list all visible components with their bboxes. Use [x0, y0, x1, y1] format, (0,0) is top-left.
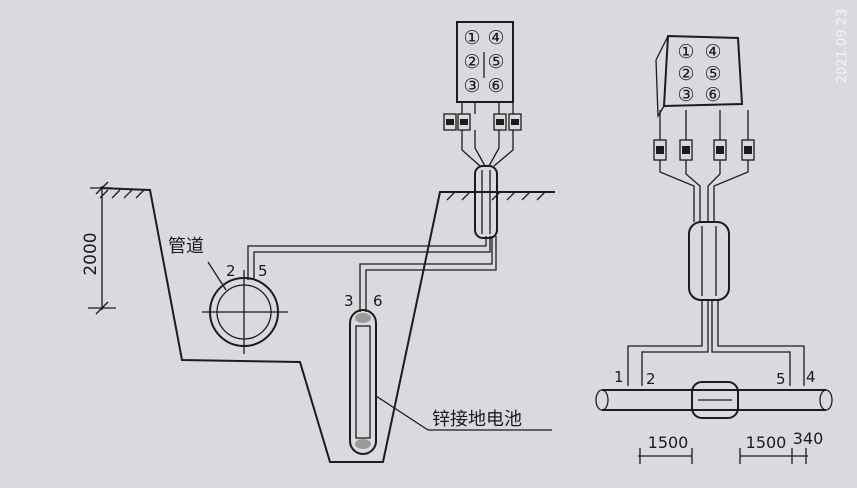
dim-340: 340 [793, 429, 824, 448]
terminal-r-1: ① [677, 41, 694, 63]
anode-wires [359, 236, 497, 312]
terminal-r-3: ③ [677, 84, 694, 106]
terminal-r-4: ④ [704, 41, 721, 63]
riser-conduit [474, 165, 498, 239]
date-watermark: 2021.09.23 [835, 9, 850, 83]
depth-dim-label: 2000 [81, 232, 101, 275]
right-view: ① ④ ② ⑤ ③ ⑥ [595, 34, 833, 464]
right-connectors [653, 139, 755, 161]
pipe-wire-label-2: 2 [226, 262, 236, 280]
right-upper-wires [659, 110, 749, 222]
depth-dimension: 2000 [81, 181, 116, 315]
pipe-label: 管道 [168, 236, 204, 257]
anode-label: 锌接地电池 [432, 409, 522, 430]
pipe-wires [247, 236, 491, 280]
terminal-r-2: ② [677, 63, 694, 85]
connectors [443, 113, 522, 131]
left-view: 2000 管道 2 5 3 6 [81, 21, 555, 463]
right-conduit [627, 221, 805, 386]
right-wire-label-5: 5 [776, 370, 786, 388]
pipe-wire-label-5: 5 [258, 262, 268, 280]
anode-wire-label-3: 3 [344, 292, 354, 310]
right-wire-label-2: 2 [646, 370, 656, 388]
terminal-3: ③ [463, 75, 480, 97]
terminal-1: ① [463, 27, 480, 49]
terminal-4: ④ [487, 27, 504, 49]
riser-wires [461, 102, 514, 167]
zinc-anode [349, 309, 377, 455]
terminal-box-left: ① ④ ② ⑤ ③ ⑥ [456, 21, 514, 103]
bottom-dimensions: 1500 1500 340 [638, 429, 823, 464]
terminal-5: ⑤ [487, 51, 504, 73]
dim-1500-right: 1500 [746, 433, 787, 452]
anode-wire-label-6: 6 [373, 292, 383, 310]
right-pipe [595, 381, 833, 419]
terminal-2: ② [463, 51, 480, 73]
terminal-6: ⑥ [487, 75, 504, 97]
terminal-box-right: ① ④ ② ⑤ ③ ⑥ [655, 34, 744, 119]
terminal-r-5: ⑤ [704, 63, 721, 85]
pipe-cross-section [202, 261, 288, 354]
right-wire-label-1: 1 [614, 368, 624, 386]
right-wire-label-4: 4 [806, 368, 816, 386]
dim-1500-left: 1500 [648, 433, 689, 452]
terminal-r-6: ⑥ [704, 84, 721, 106]
